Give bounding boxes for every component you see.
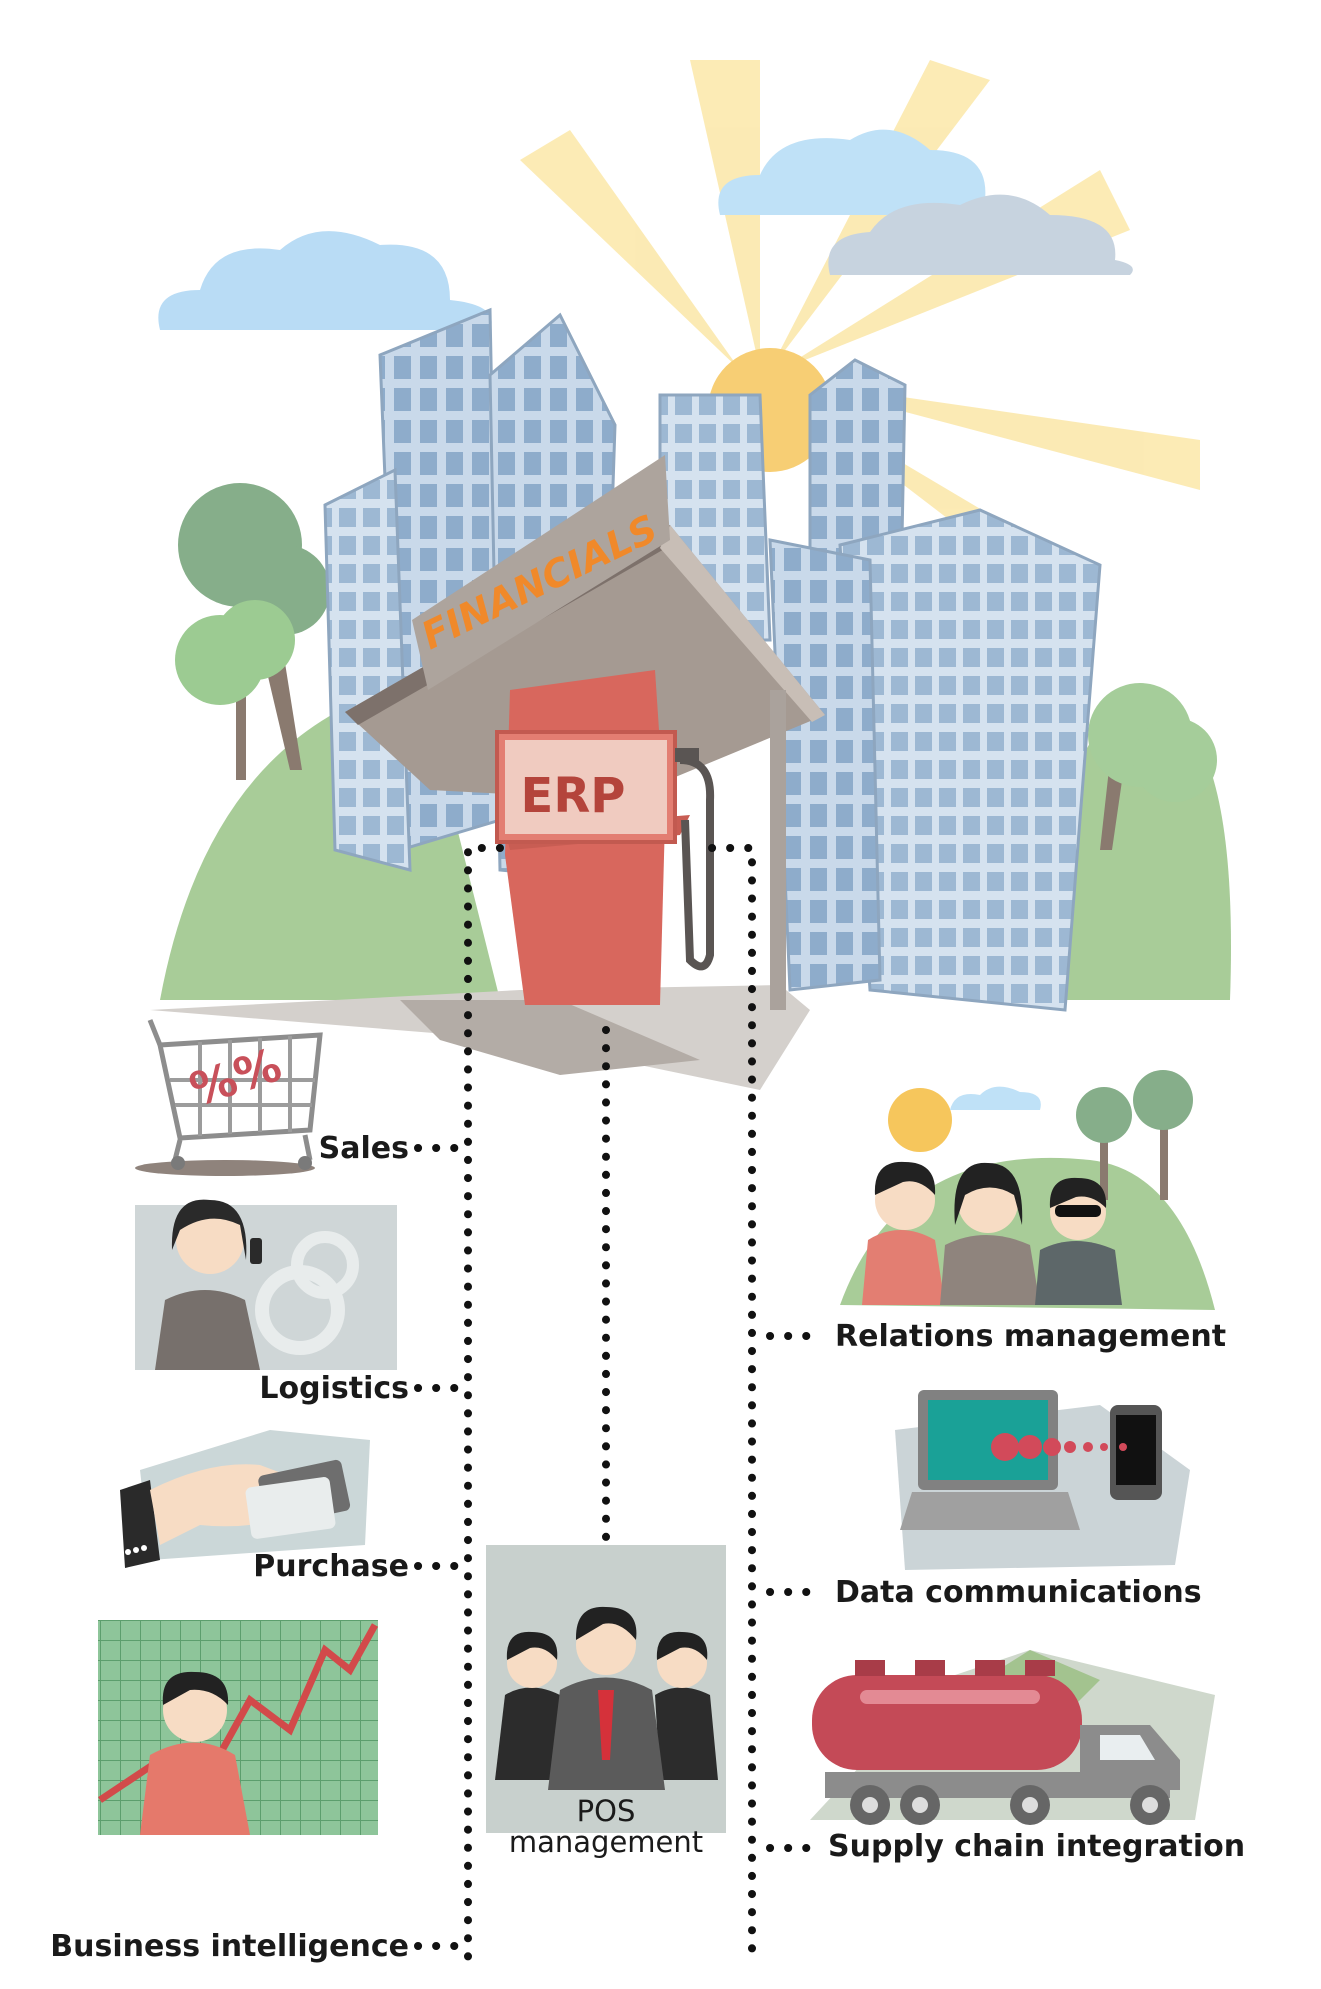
pos-label-line1: POS	[576, 1794, 636, 1828]
hero-scene: FINANCIALS ERP	[150, 60, 1231, 1090]
module-label-business-intelligence: Business intelligence	[50, 1929, 409, 1964]
module-label-pos-management: POS management	[486, 1794, 726, 1860]
man-growth-chart-icon	[98, 1620, 379, 1835]
computer-phone-icon	[895, 1390, 1190, 1570]
pos-label-line2: management	[508, 1825, 704, 1860]
module-label-logistics: Logistics	[259, 1371, 409, 1406]
module-label-data-communications: Data communications	[835, 1575, 1202, 1610]
module-label-sales: Sales	[318, 1131, 409, 1166]
module-label-purchase: Purchase	[253, 1549, 409, 1584]
cloud-icon	[718, 129, 1133, 275]
gas-station-canopy	[345, 455, 825, 1010]
city-buildings	[323, 307, 1102, 1012]
shopping-cart-icon: %%	[135, 1019, 323, 1176]
module-label-relations-management: Relations management	[835, 1319, 1227, 1354]
tree-icon	[175, 600, 295, 780]
pump-shadow	[400, 1000, 700, 1075]
cloud-icon	[158, 231, 492, 330]
module-label-supply-chain-integration: Supply chain integration	[828, 1829, 1246, 1864]
hand-card-icon	[120, 1430, 370, 1568]
connector-lines	[414, 844, 824, 1969]
people-group-icon	[840, 1070, 1215, 1310]
woman-phone-gears-icon	[135, 1199, 397, 1370]
business-team-icon	[486, 1545, 726, 1833]
tanker-truck-icon	[810, 1650, 1215, 1825]
tree-icon	[1088, 683, 1217, 850]
erp-pump-icon	[495, 670, 715, 1005]
erp-sign: ERP	[521, 768, 626, 824]
